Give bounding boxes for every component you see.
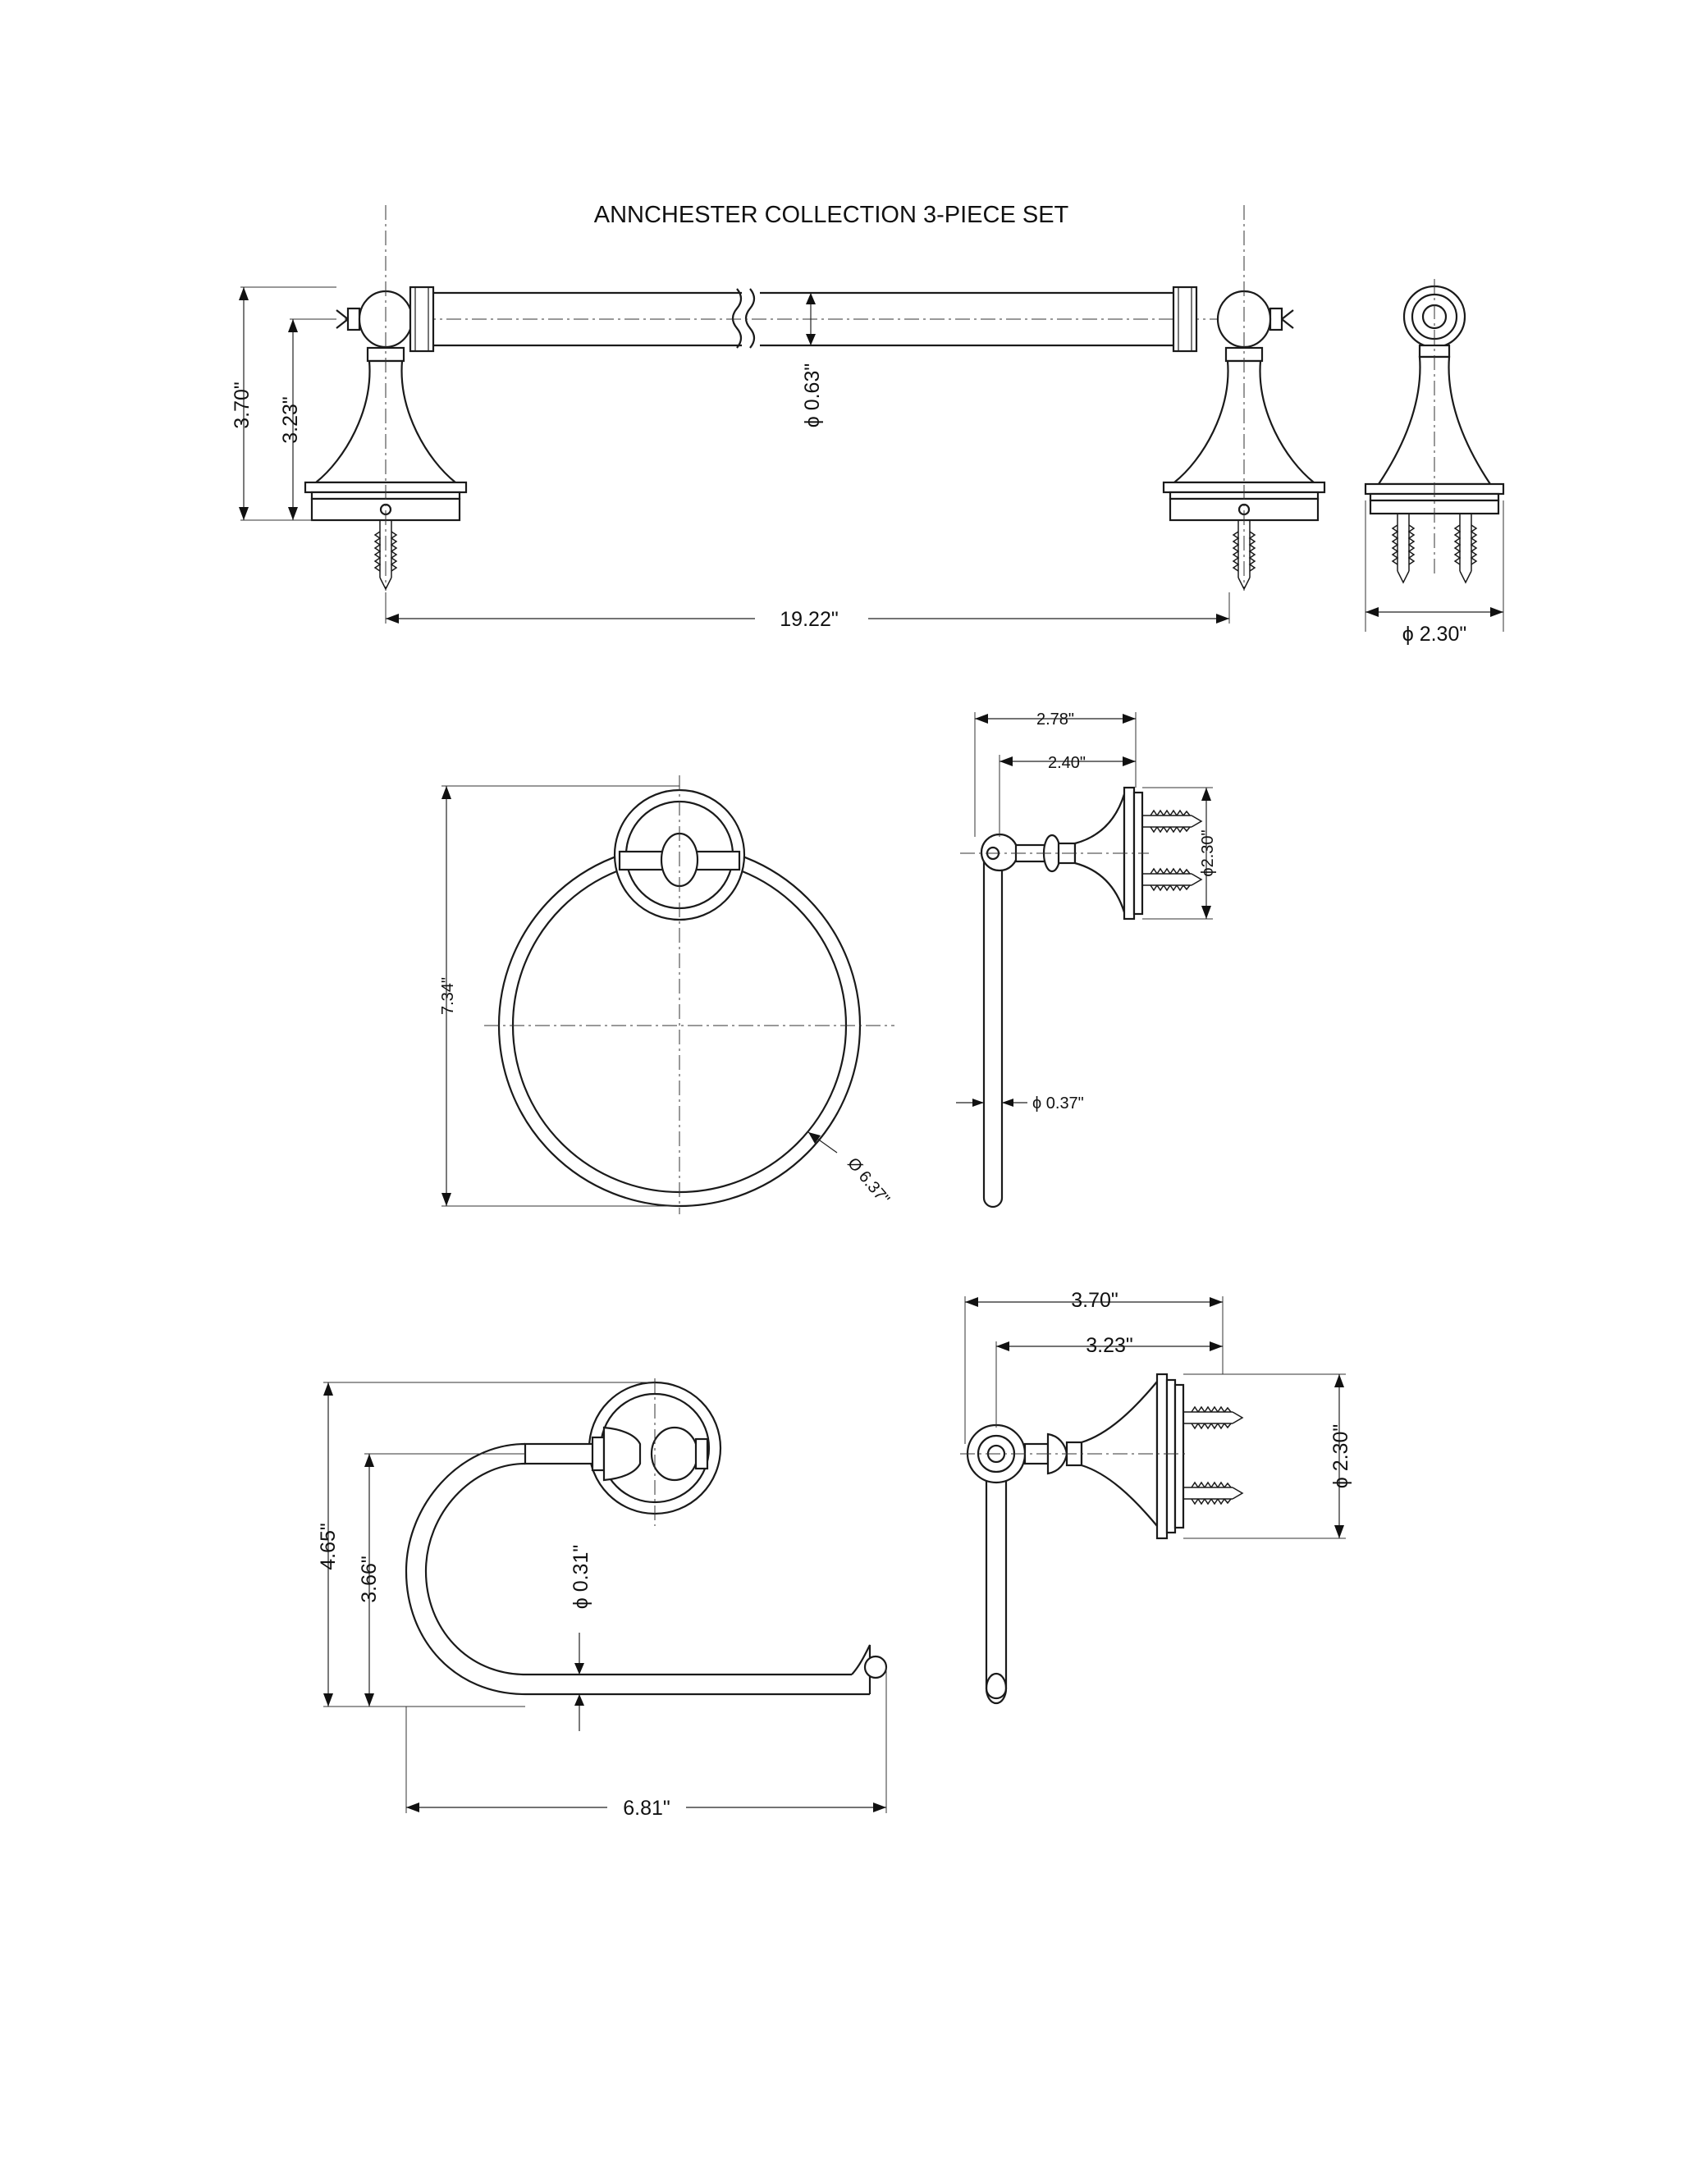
paper-holder-height-bar: 3.66" (358, 1556, 381, 1603)
towel-ring-projection: 2.78" (1036, 710, 1074, 729)
towel-bar-side-view (1364, 279, 1505, 632)
towel-ring-diameter: Ø 6.37" (844, 1154, 893, 1209)
towel-bar-length: 19.22" (780, 608, 838, 631)
towel-ring-base-diameter: ϕ2.30" (1199, 829, 1217, 876)
towel-bar-height-center: 3.23" (279, 396, 302, 444)
paper-holder-height-overall: 4.65" (317, 1523, 340, 1570)
paper-holder-front-view (323, 1378, 888, 1813)
towel-ring-side-view (956, 712, 1213, 1209)
towel-ring-projection-center: 2.40" (1048, 754, 1086, 772)
towel-ring-height: 7.34" (439, 977, 457, 1015)
drawing-title: ANNCHESTER COLLECTION 3-PIECE SET (594, 202, 1069, 228)
towel-bar-height-overall: 3.70" (231, 382, 254, 429)
paper-holder-side-view (960, 1296, 1346, 1705)
towel-bar-front-view (239, 205, 1326, 624)
towel-ring-rod-diameter: ϕ 0.37" (1032, 1094, 1084, 1113)
paper-holder-projection-center: 3.23" (1086, 1334, 1133, 1357)
paper-holder-projection: 3.70" (1071, 1289, 1118, 1312)
paper-holder-width: 6.81" (623, 1797, 670, 1820)
paper-holder-rod-diameter: ϕ 0.31" (570, 1545, 592, 1609)
towel-ring-front-view (441, 775, 894, 1214)
paper-holder-base-diameter: ϕ 2.30" (1329, 1424, 1352, 1488)
towel-bar-diameter: ϕ 0.63" (801, 363, 824, 427)
towel-bar-base-diameter: ϕ 2.30" (1402, 623, 1466, 646)
